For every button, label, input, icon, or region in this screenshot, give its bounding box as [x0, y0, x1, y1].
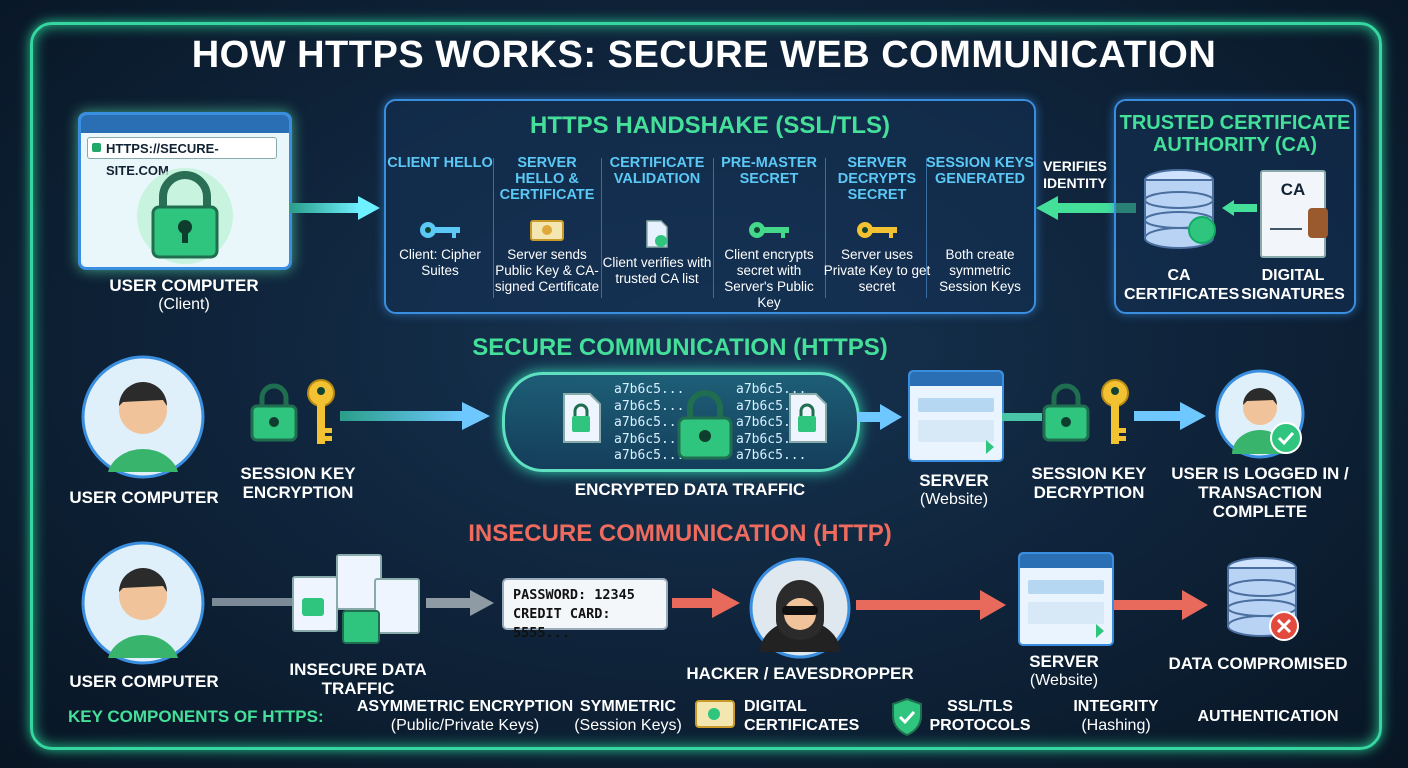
leaked-data-box: PASSWORD: 12345 CREDIT CARD: 5555...: [502, 578, 668, 641]
insecure-server-label: SERVER (Website): [1029, 652, 1099, 689]
lock-icon: [137, 168, 233, 264]
divider: [926, 158, 927, 298]
cursor-icon: [1096, 624, 1104, 638]
arrow-insecure-1: [212, 598, 292, 606]
component-ssl-tls: SSL/TLS PROTOCOLS: [929, 698, 1031, 734]
divider: [713, 158, 714, 298]
cipher-column-right: a7b6c5...a7b6c5...a7b6c5...a7b6c5...a7b6…: [736, 382, 807, 463]
session-key-decryption-label: SESSION KEY DECRYPTION: [1031, 464, 1147, 502]
handshake-title: HTTPS HANDSHAKE (SSL/TLS): [530, 112, 890, 139]
divider: [825, 158, 826, 298]
compromised-database-icon: [1227, 557, 1299, 641]
padlock-icon: [92, 143, 101, 152]
step-certificate-validation: CERTIFICATE VALIDATION Client verifies w…: [602, 155, 712, 286]
arrow-to-hacker: [672, 588, 740, 618]
cursor-icon: [986, 440, 994, 454]
encrypted-traffic-label: ENCRYPTED DATA TRAFFIC: [574, 480, 806, 499]
user-check-avatar: [1215, 369, 1305, 459]
document-check-icon: [646, 220, 668, 248]
certificate-icon: [530, 220, 564, 241]
signature-icon: [1270, 228, 1302, 230]
session-key-encryption-label: SESSION KEY ENCRYPTION: [240, 464, 356, 502]
ca-tag: CA: [1280, 180, 1306, 199]
verifies-identity-label: VERIFIES IDENTITY: [1043, 158, 1107, 191]
client-label: USER COMPUTER (Client): [109, 276, 259, 313]
arrow-signature-to-db: [1222, 200, 1257, 216]
gold-key-icon: [307, 379, 335, 444]
stamp-icon: [1308, 208, 1328, 238]
component-digital-certificates: DIGITAL CERTIFICATES: [744, 698, 860, 734]
url-text: HTTPS://SECURE-SITE.COM: [106, 141, 219, 178]
divider: [493, 158, 494, 298]
key-components-heading: KEY COMPONENTS OF HTTPS:: [68, 707, 324, 726]
arrow-hacker-to-server: [856, 590, 1006, 620]
hacker-label: HACKER / EAVESDROPPER: [686, 664, 914, 683]
ca-title: TRUSTED CERTIFICATE AUTHORITY (CA): [1119, 112, 1351, 156]
outer-frame: [30, 22, 1382, 750]
address-bar[interactable]: HTTPS://SECURE-SITE.COM: [87, 137, 277, 178]
arrow-to-handshake: [290, 196, 380, 220]
user-avatar: [81, 355, 205, 479]
page-title: HOW HTTPS WORKS: SECURE WEB COMMUNICATIO…: [191, 34, 1217, 76]
cipher-column-left: a7b6c5...a7b6c5...a7b6c5...a7b6c5...a7b6…: [614, 382, 685, 463]
hacker-icon: [749, 557, 851, 659]
divider: [601, 158, 602, 298]
padlock-icon: [302, 598, 324, 616]
component-authentication: AUTHENTICATION: [1197, 708, 1339, 725]
padlock-icon: [250, 383, 298, 442]
digital-signatures-label: DIGITAL SIGNATURES: [1241, 267, 1345, 303]
arrow-ca-to-handshake: [1036, 196, 1136, 220]
arrow-to-server: [858, 404, 902, 430]
step-pre-master-secret: PRE-MASTER SECRET Client encrypts secret…: [721, 155, 817, 310]
user-logged-in-label: USER IS LOGGED IN / TRANSACTION COMPLETE: [1171, 464, 1349, 521]
component-symmetric: SYMMETRIC (Session Keys): [574, 698, 682, 734]
insecure-documents: [292, 554, 426, 650]
browser-window: HTTPS://SECURE-SITE.COM: [78, 112, 292, 270]
shield-check-icon: [892, 697, 922, 737]
certificate-icon: [695, 700, 735, 728]
locked-document-icon: [563, 393, 601, 443]
component-integrity: INTEGRITY (Hashing): [1073, 698, 1159, 734]
leaked-password: PASSWORD: 12345: [513, 587, 635, 603]
ca-document: CA: [1260, 170, 1328, 258]
component-asymmetric: ASYMMETRIC ENCRYPTION (Public/Private Ke…: [356, 698, 574, 734]
arrow-to-done: [1134, 402, 1206, 430]
gold-key-icon: [1101, 379, 1129, 444]
server-window: [908, 370, 1004, 462]
user-avatar: [81, 541, 205, 665]
database-icon: [1144, 169, 1216, 249]
step-server-decrypts: SERVER DECRYPTS SECRET Server uses Priva…: [823, 155, 931, 294]
green-key-icon: [749, 222, 789, 238]
leaked-credit-card: CREDIT CARD: 5555...: [513, 606, 611, 641]
padlock-icon: [677, 390, 733, 460]
document-icon: [374, 578, 420, 634]
step-server-hello: SERVER HELLO & CERTIFICATE Server sends …: [494, 155, 600, 294]
arrow-server-to-decrypt: [1002, 413, 1042, 421]
data-compromised-label: DATA COMPROMISED: [1168, 654, 1348, 673]
step-client-hello: CLIENT HELLO Client: Cipher Suites: [387, 155, 493, 278]
arrow-to-tunnel: [340, 402, 490, 430]
locked-document-icon: [789, 393, 827, 443]
secure-server-label: SERVER (Website): [919, 471, 989, 508]
secure-section-title: SECURE COMMUNICATION (HTTPS): [472, 334, 888, 361]
padlock-icon: [1042, 383, 1090, 442]
padlock-icon: [342, 610, 380, 644]
insecure-user-label: USER COMPUTER: [69, 672, 219, 691]
insecure-section-title: INSECURE COMMUNICATION (HTTP): [468, 520, 892, 547]
key-icon: [420, 222, 460, 238]
step-session-keys: SESSION KEYS GENERATED Both create symme…: [926, 155, 1034, 294]
insecure-server-window: [1018, 552, 1114, 646]
secure-user-label: USER COMPUTER: [69, 488, 219, 507]
handshake-panel: [384, 99, 1036, 314]
ca-certificates-label: CA CERTIFICATES: [1124, 267, 1240, 303]
arrow-insecure-2: [426, 590, 494, 616]
gold-key-icon: [857, 222, 897, 238]
arrow-to-compromised: [1114, 590, 1208, 620]
insecure-traffic-label: INSECURE DATA TRAFFIC: [289, 660, 427, 698]
